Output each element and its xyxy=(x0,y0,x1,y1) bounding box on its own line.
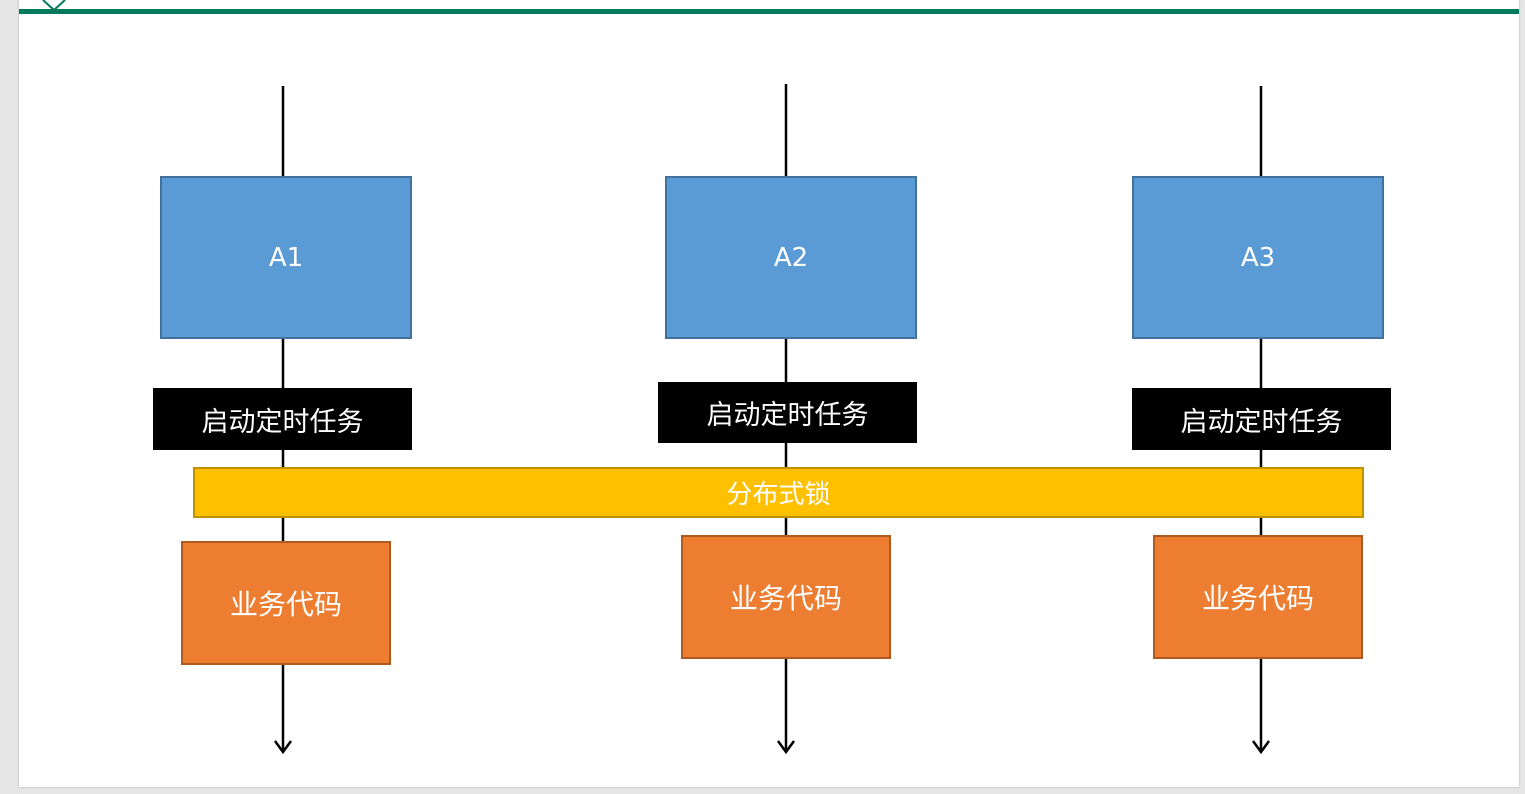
node-box-a1: A1 xyxy=(160,176,412,339)
code-box-a1: 业务代码 xyxy=(181,541,391,665)
task-label: 启动定时任务 xyxy=(201,406,364,438)
code-label: 业务代码 xyxy=(729,582,842,615)
code-label: 业务代码 xyxy=(229,588,342,621)
slide-canvas: A1 启动定时任务 业务代码 A2 启动定时任务 业务代码 A3 启动定时任务 … xyxy=(19,0,1519,787)
node-box-a3: A3 xyxy=(1132,176,1384,339)
task-label: 启动定时任务 xyxy=(1180,406,1343,438)
task-label: 启动定时任务 xyxy=(706,400,869,431)
node-label: A3 xyxy=(1240,242,1276,273)
code-box-a3: 业务代码 xyxy=(1153,535,1363,659)
arrow-down-icon xyxy=(776,740,796,755)
node-label: A2 xyxy=(773,242,809,273)
code-box-a2: 业务代码 xyxy=(681,535,891,659)
slide-header-bar xyxy=(19,9,1519,14)
task-box-a2: 启动定时任务 xyxy=(658,382,917,443)
arrow-down-icon xyxy=(1251,740,1271,755)
code-label: 业务代码 xyxy=(1201,582,1314,615)
task-box-a3: 启动定时任务 xyxy=(1132,388,1391,450)
node-label: A1 xyxy=(268,242,304,273)
node-box-a2: A2 xyxy=(665,176,917,339)
arrow-down-icon xyxy=(273,740,293,755)
lock-label: 分布式锁 xyxy=(726,480,831,510)
task-box-a1: 启动定时任务 xyxy=(153,388,412,450)
distributed-lock-bar: 分布式锁 xyxy=(193,467,1364,518)
chevron-down-icon xyxy=(42,0,66,12)
